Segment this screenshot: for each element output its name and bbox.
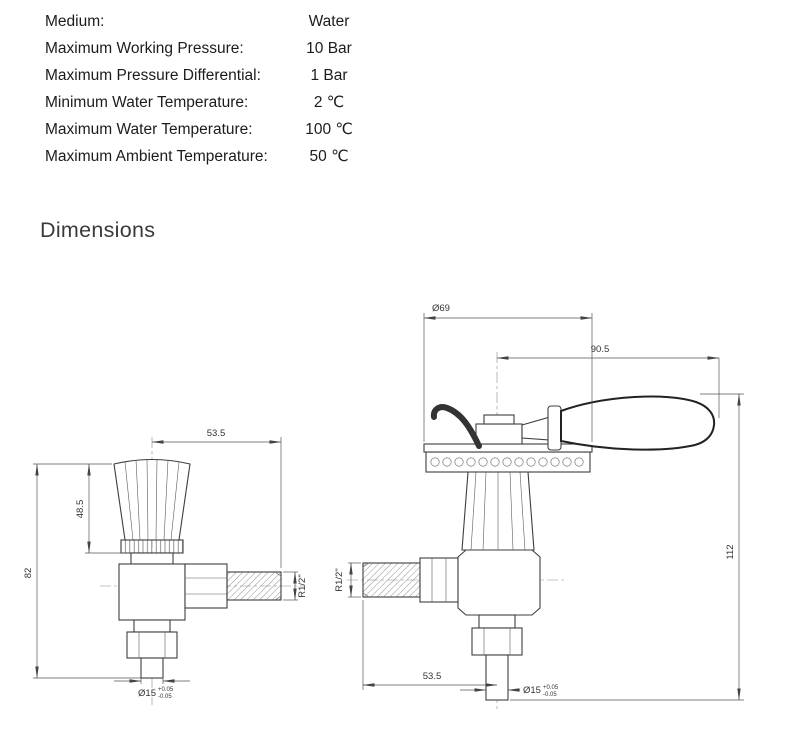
right-valve-drawing: Ø69 90.5 112 53.5 R1/2" Ø15 +0.05: [334, 303, 744, 712]
dim-left-pipe-tol-minus: -0.05: [158, 694, 172, 700]
spec-label: Medium:: [45, 12, 105, 30]
dim-right-pipe-label: Ø15: [523, 685, 541, 696]
spec-label: Maximum Ambient Temperature:: [45, 147, 268, 165]
spec-row-medium: Medium: Water: [45, 8, 385, 35]
spec-value: 50 ℃: [309, 148, 349, 165]
left-valve-drawing: 53.5 48.5 82 R1/2" Ø15 +0.05 -0.05: [23, 428, 308, 705]
spec-value: 2 ℃: [313, 94, 345, 111]
spec-label: Maximum Pressure Differential:: [45, 66, 261, 84]
spec-row-pressure-differential: Maximum Pressure Differential: 1 Bar: [45, 62, 385, 89]
spec-value: 10 Bar: [306, 39, 352, 57]
section-title: Dimensions: [40, 218, 156, 242]
spec-row-working-pressure: Maximum Working Pressure: 10 Bar: [45, 35, 385, 62]
spec-row-max-ambient-temp: Maximum Ambient Temperature: 50 ℃: [45, 143, 385, 170]
dim-right-width-label: 53.5: [423, 671, 442, 682]
spec-value: 1 Bar: [310, 66, 348, 84]
spec-label: Minimum Water Temperature:: [45, 93, 249, 111]
dim-right-total-height-label: 112: [725, 544, 736, 559]
spec-table: Medium: Water Maximum Working Pressure: …: [45, 8, 385, 170]
dim-left-pipe-label: Ø15: [138, 688, 156, 699]
dim-right-thread-label: R1/2": [334, 568, 345, 591]
spec-label: Maximum Water Temperature:: [45, 120, 253, 138]
dim-right-rosette-label: Ø69: [432, 303, 450, 314]
dim-left-thread-label: R1/2": [297, 574, 308, 597]
dim-left-pipe-tol-plus: +0.05: [158, 687, 174, 693]
dim-right-lever-label: 90.5: [591, 344, 610, 355]
dim-right-pipe-tol-minus: -0.05: [543, 692, 557, 698]
dim-left-head-height-label: 48.5: [75, 500, 86, 519]
spec-row-min-water-temp: Minimum Water Temperature: 2 ℃: [45, 89, 385, 116]
spec-label: Maximum Working Pressure:: [45, 39, 244, 57]
dim-right-pipe-tol-plus: +0.05: [543, 685, 559, 691]
dim-left-total-height-label: 82: [23, 568, 34, 579]
dim-left-width-label: 53.5: [207, 428, 226, 439]
spec-row-max-water-temp: Maximum Water Temperature: 100 ℃: [45, 116, 385, 143]
spec-value: Water: [308, 12, 350, 30]
spec-value: 100 ℃: [305, 121, 353, 138]
